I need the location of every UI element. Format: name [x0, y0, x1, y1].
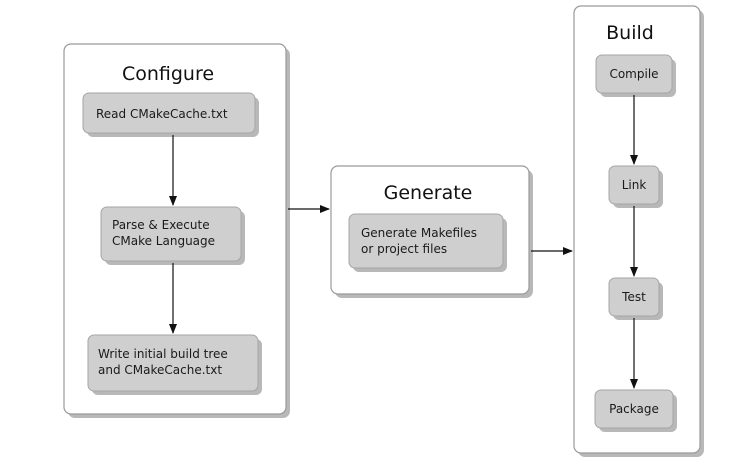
write-tree-line-2: and CMakeCache.txt — [98, 363, 222, 377]
svg-text:Generate Makefiles or pr: Generate Makefiles or project files — [361, 226, 481, 256]
generate-makefiles-node: Generate Makefiles or project files — [348, 213, 507, 272]
test-node: Test — [608, 277, 663, 320]
parse-execute-node: Parse & Execute CMake Language — [100, 206, 245, 265]
configure-title: Configure — [122, 63, 214, 85]
write-tree-line-1: Write initial build tree — [98, 347, 228, 361]
svg-text:Read CMakeCache.txt: Read CMakeCache.txt — [96, 107, 228, 121]
build-panel: Build — [573, 5, 704, 457]
generate-title: Generate — [384, 182, 473, 204]
read-cache-line-1: Read CMakeCache.txt — [96, 107, 228, 121]
test-label: Test — [621, 290, 646, 304]
package-node: Package — [594, 389, 677, 432]
svg-text:Test: Test — [621, 290, 646, 304]
generate-makefiles-line-2: or project files — [361, 242, 447, 256]
svg-text:Compile: Compile — [609, 67, 658, 81]
build-title: Build — [606, 22, 654, 44]
generate-makefiles-line-1: Generate Makefiles — [361, 226, 477, 240]
compile-node: Compile — [595, 54, 676, 97]
svg-text:Link: Link — [622, 178, 647, 192]
read-cache-node: Read CMakeCache.txt — [82, 92, 259, 137]
svg-text:Parse & Execute CMake La: Parse & Execute CMake Language — [112, 218, 215, 248]
parse-execute-line-1: Parse & Execute — [112, 218, 210, 232]
write-tree-node: Write initial build tree and CMakeCache.… — [87, 334, 262, 395]
package-label: Package — [609, 402, 659, 416]
svg-text:Write initial build tree: Write initial build tree and CMakeCache.… — [98, 347, 232, 377]
link-label: Link — [622, 178, 647, 192]
parse-execute-line-2: CMake Language — [112, 234, 215, 248]
link-node: Link — [608, 165, 663, 208]
svg-text:Package: Package — [609, 402, 659, 416]
compile-label: Compile — [609, 67, 658, 81]
